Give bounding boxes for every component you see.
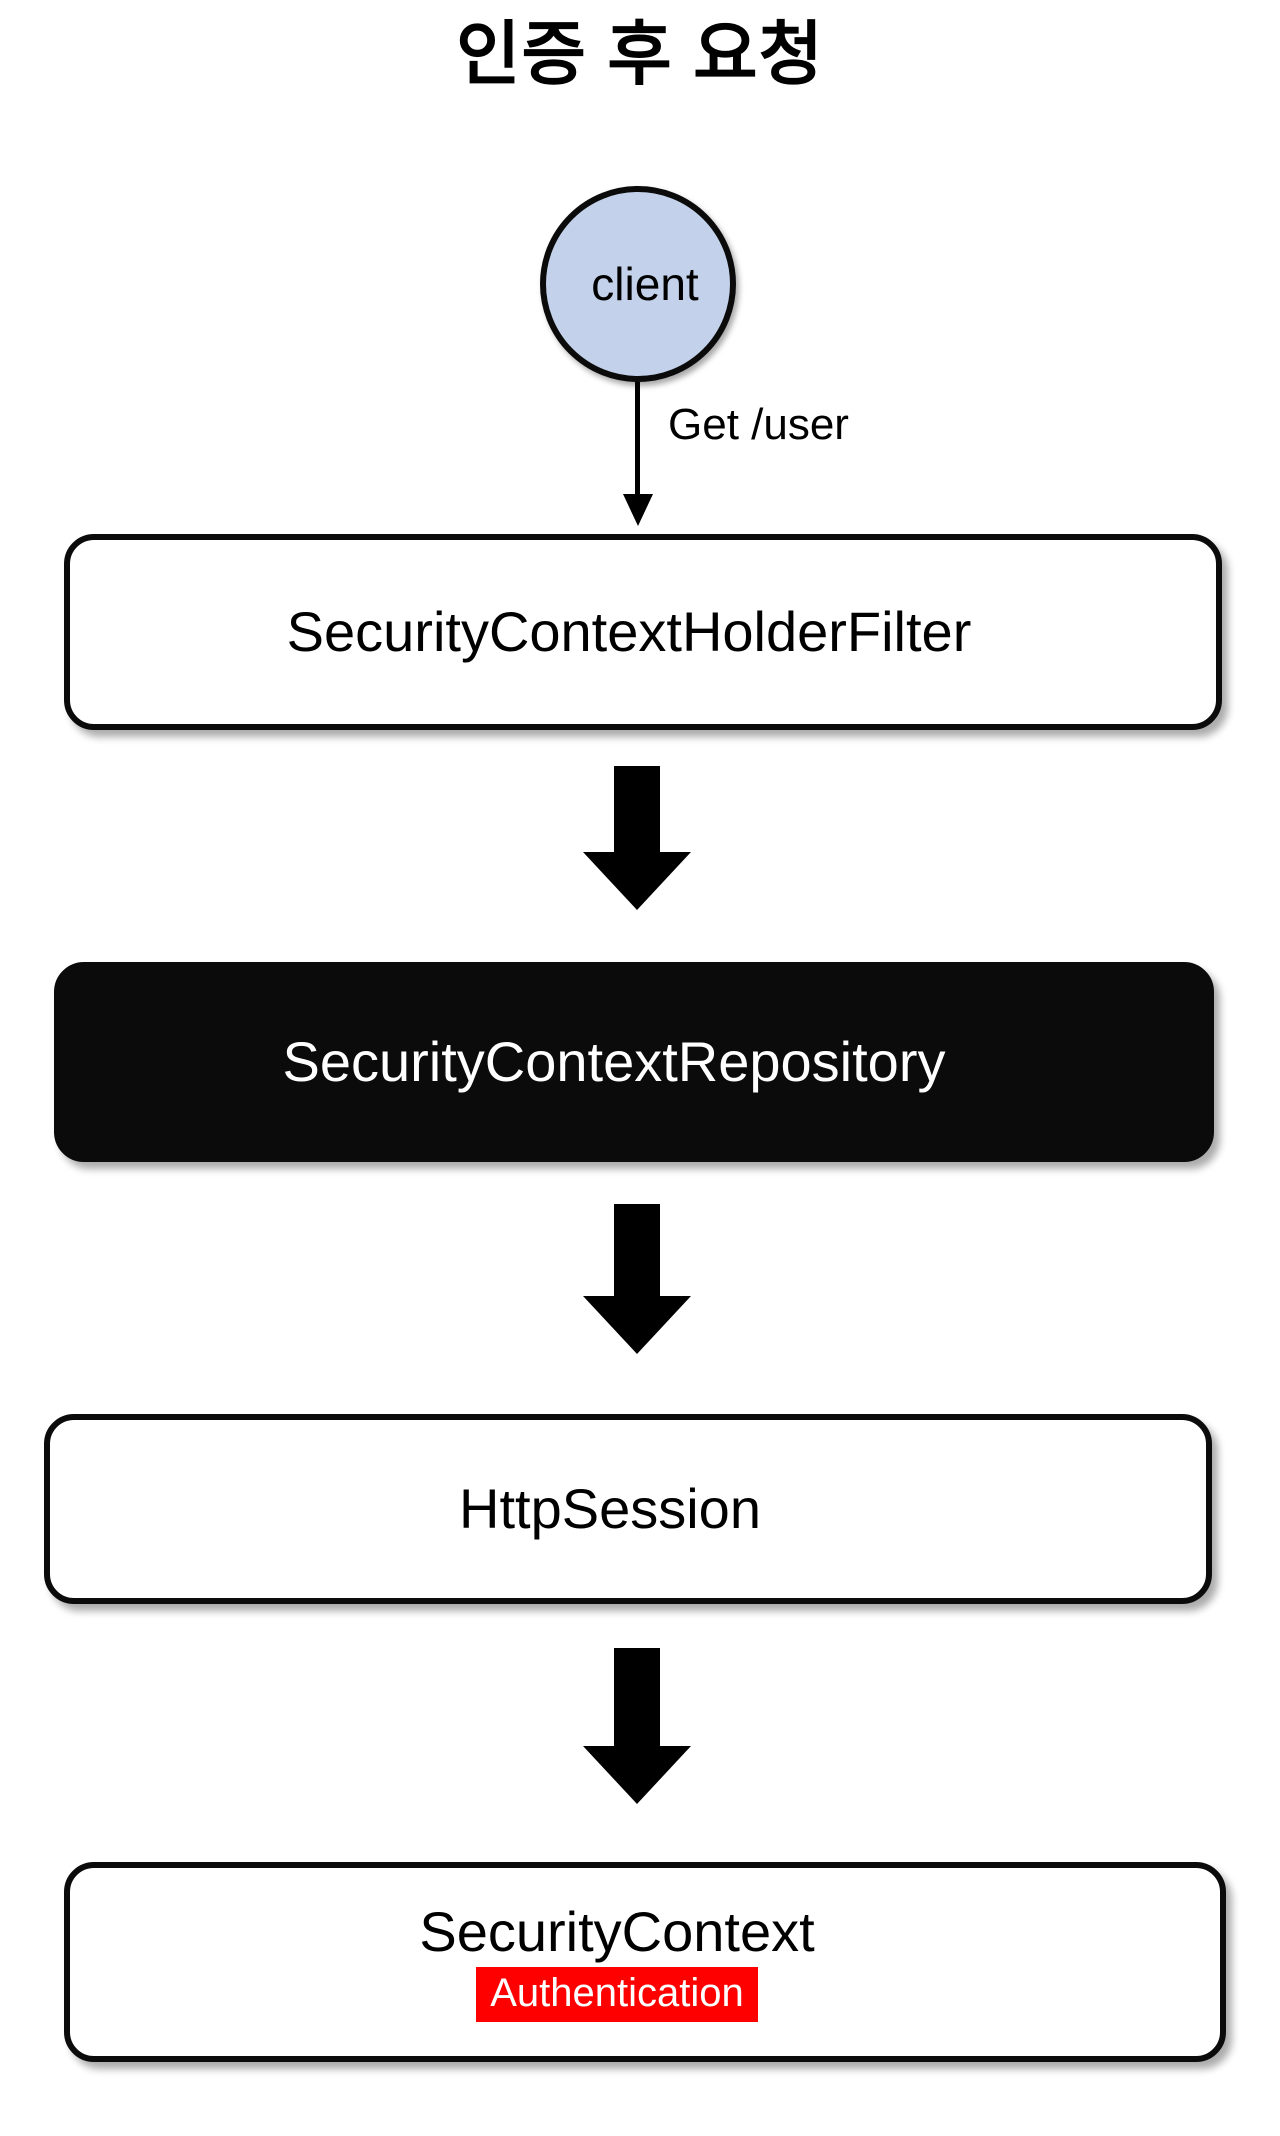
- block-arrow-shaft: [614, 1648, 660, 1748]
- request-arrow-shaft: [635, 382, 640, 500]
- request-arrow-label: Get /user: [668, 400, 849, 449]
- node-security-context-holder-filter: SecurityContextHolderFilter: [64, 534, 1222, 730]
- block-arrow-down-icon: [583, 1648, 691, 1806]
- request-arrow-head: [623, 494, 653, 526]
- node-label: SecurityContext: [419, 1899, 815, 1963]
- node-security-context: SecurityContext Authentication: [64, 1862, 1226, 2062]
- block-arrow-head: [583, 852, 691, 910]
- client-node-label: client: [591, 258, 699, 310]
- node-label: SecurityContextRepository: [282, 1030, 946, 1094]
- block-arrow-down-icon: [583, 766, 691, 910]
- block-arrow-head: [583, 1296, 691, 1354]
- page-title: 인증 후 요청: [456, 15, 824, 93]
- node-http-session: HttpSession: [44, 1414, 1212, 1604]
- node-label: HttpSession: [459, 1477, 761, 1541]
- request-arrow-icon: [621, 382, 655, 526]
- node-security-context-repository: SecurityContextRepository: [54, 962, 1214, 1162]
- block-arrow-shaft: [614, 1204, 660, 1298]
- node-label: SecurityContextHolderFilter: [286, 600, 972, 664]
- block-arrow-head: [583, 1746, 691, 1804]
- block-arrow-down-icon: [583, 1204, 691, 1356]
- block-arrow-shaft: [614, 766, 660, 854]
- security-context-content: SecurityContext Authentication: [419, 1902, 842, 2023]
- authentication-badge: Authentication: [476, 1967, 758, 2023]
- client-node: client: [540, 186, 736, 382]
